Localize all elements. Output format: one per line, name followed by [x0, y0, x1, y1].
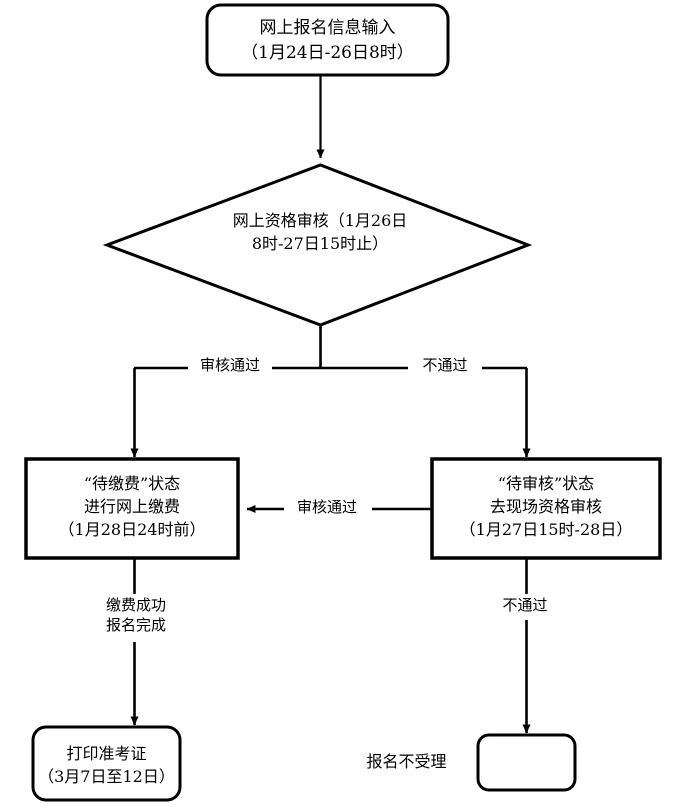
node-start-shape [205, 3, 450, 77]
node-pay-shape [24, 457, 240, 560]
node-decision-shape [102, 163, 533, 327]
node-reject-shape [476, 733, 577, 792]
node-review-shape [430, 457, 662, 560]
node-print-shape [31, 725, 182, 802]
